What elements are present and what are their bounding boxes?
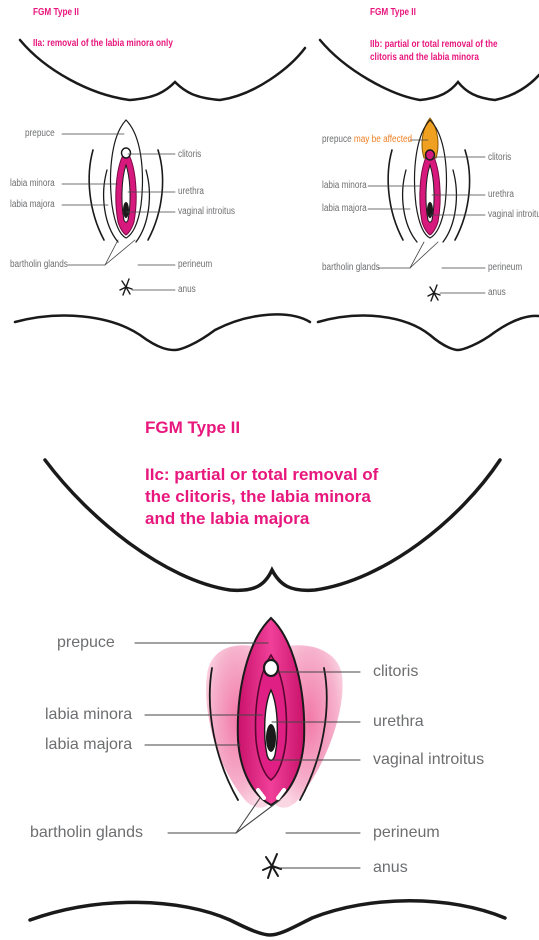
panel-b-label-prepuce: prepuce: [322, 134, 352, 145]
panel-b-label-labia-majora: labia majora: [322, 203, 367, 214]
panel-a-thigh-right: [148, 150, 163, 240]
panel-a-label-bartholin-glands: bartholin glands: [10, 259, 68, 270]
panel-b-anus: [428, 285, 440, 301]
panel-c-anus: [263, 854, 281, 878]
panel-a-anus: [120, 279, 132, 295]
panel-b-thigh-left: [388, 150, 403, 240]
panel-c-label-vaginal-introitus: vaginal introitus: [373, 751, 484, 769]
panel-a-title: FGM Type II: [33, 7, 79, 18]
panel-b-label-labia-minora: labia minora: [322, 180, 367, 191]
panel-c-label-anus: anus: [373, 859, 408, 877]
panel-a-vaginal-opening: [123, 202, 129, 218]
panel-a-clitoris: [122, 148, 131, 158]
panel-b-label-bartholin-glands: bartholin glands: [322, 262, 380, 273]
panel-a-label-anus: anus: [178, 284, 196, 295]
panel-c-subtitle: IIc: partial or total removal of the cli…: [145, 464, 400, 530]
panel-a-buttocks-outline: [15, 314, 310, 350]
panel-c-figure: [30, 460, 505, 935]
panel-a-label-perineum: perineum: [178, 259, 212, 270]
panel-a-thigh-left: [89, 150, 104, 240]
panel-a-label-clitoris: clitoris: [178, 149, 201, 160]
panel-b-label-anus: anus: [488, 287, 506, 298]
panel-b-label-prepuce-note: may be affected: [354, 134, 412, 145]
panel-b-label-vaginal-introitus: vaginal introitu: [488, 209, 539, 220]
panel-c-label-prepuce: prepuce: [57, 634, 115, 652]
panel-a-label-urethra: urethra: [178, 186, 204, 197]
panel-b-title: FGM Type II: [370, 7, 416, 18]
panel-c-label-bartholin-glands: bartholin glands: [30, 824, 143, 842]
panel-b-buttocks-outline: [318, 316, 539, 350]
panel-a-figure: [15, 40, 310, 350]
panel-b-label-prepuce-group: prepuce may be affected: [322, 134, 412, 145]
panel-b-vaginal-opening: [427, 202, 433, 218]
panel-b-label-clitoris: clitoris: [488, 152, 511, 163]
panel-c-label-labia-minora: labia minora: [45, 706, 132, 724]
panel-c-title: FGM Type II: [145, 418, 240, 438]
panel-c-label-urethra: urethra: [373, 713, 424, 731]
panel-a-label-labia-majora: labia majora: [10, 199, 55, 210]
panel-c-clitoris: [264, 660, 278, 676]
panel-c-vaginal-opening: [266, 724, 276, 752]
panel-c-buttocks-outline: [30, 901, 505, 935]
panel-a-label-labia-minora: labia minora: [10, 178, 55, 189]
panel-b-label-perineum: perineum: [488, 262, 522, 273]
panel-c-label-clitoris: clitoris: [373, 663, 418, 681]
panel-b-label-urethra: urethra: [488, 189, 514, 200]
panel-a-subtitle: IIa: removal of the labia minora only: [33, 38, 173, 49]
panel-c-label-labia-majora: labia majora: [45, 736, 132, 754]
panel-c-label-perineum: perineum: [373, 824, 440, 842]
panel-b-subtitle: IIb: partial or total removal of the cli…: [370, 38, 501, 64]
panel-a-label-prepuce: prepuce: [25, 128, 55, 139]
panel-a-abdomen-outline: [20, 40, 305, 100]
panel-a-label-vaginal-introitus: vaginal introitus: [178, 206, 235, 217]
panel-b-clitoris: [426, 150, 435, 160]
